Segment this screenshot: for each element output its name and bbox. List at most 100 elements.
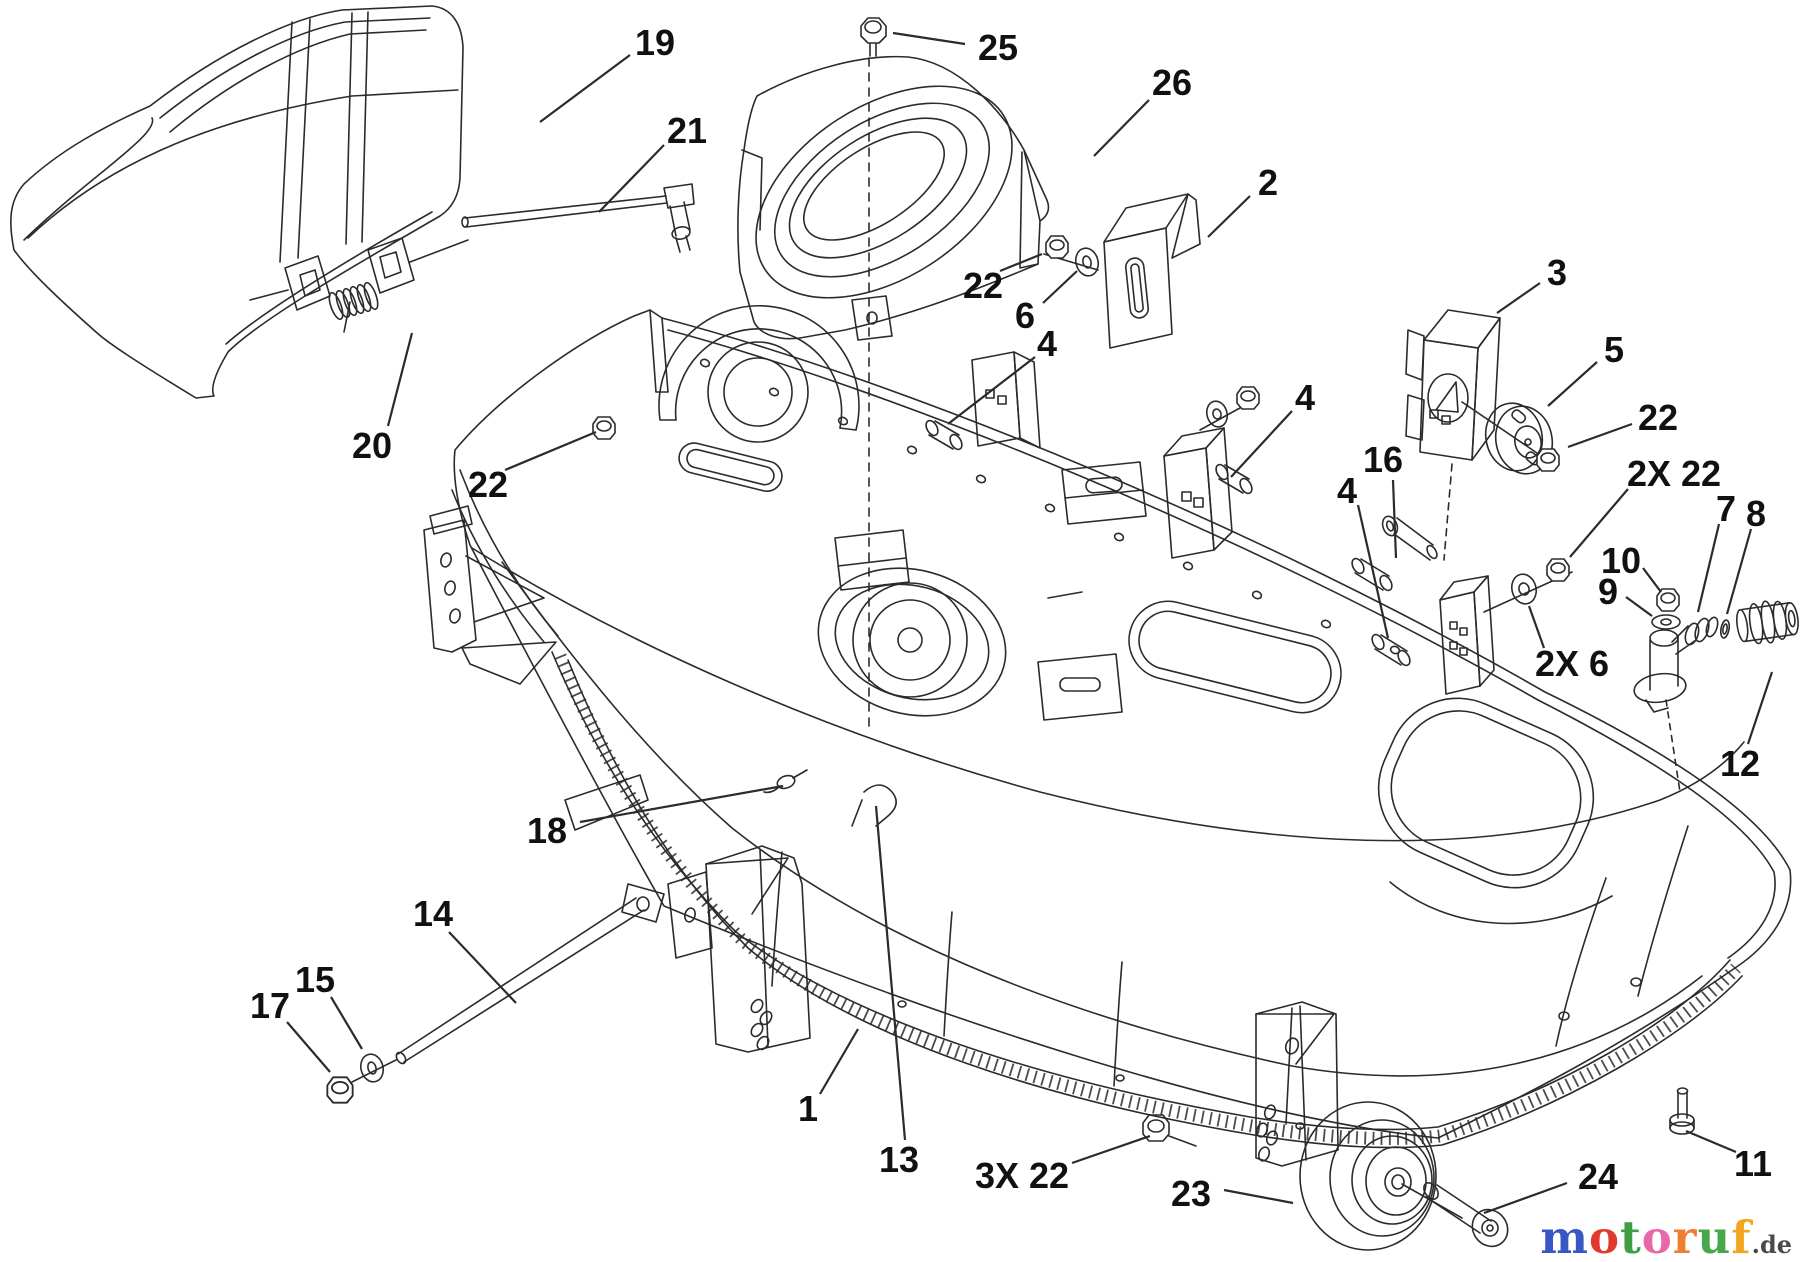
callout-leader-21 (598, 144, 665, 213)
callout-label-2X22: 2X 22 (1627, 453, 1721, 494)
discharge-deflector (10, 5, 464, 399)
deck-hem-hatching (551, 651, 1743, 1149)
callout-label-21: 21 (667, 110, 707, 151)
callout-label-10: 10 (1601, 540, 1641, 581)
callout-label-19: 19 (635, 22, 675, 63)
callout-leader-26 (1093, 99, 1150, 157)
callout-label-7: 7 (1716, 488, 1736, 529)
watermark-letter: f (1731, 1211, 1752, 1262)
deck-top-features (658, 304, 1642, 1130)
elbow-fitting-7 (1633, 616, 1719, 793)
clevis-pin-4a (925, 419, 963, 451)
callout-label-16: 16 (1363, 439, 1403, 480)
callout-leader-2X6 (1527, 605, 1546, 649)
callout-label-23: 23 (1171, 1173, 1211, 1214)
callout-label-11: 11 (1734, 1143, 1772, 1184)
callout-label-8: 8 (1746, 493, 1766, 534)
mower-deck (451, 309, 1792, 1139)
nut-22-left (592, 416, 616, 440)
flange-nut-3x22 (1142, 1114, 1197, 1147)
callout-leader-8 (1725, 528, 1753, 615)
callout-leader-24 (1483, 1181, 1568, 1215)
callout-label-9: 9 (1598, 571, 1618, 612)
gauge-wheel (1299, 1101, 1463, 1251)
callout-label-24: 24 (1578, 1156, 1618, 1197)
callout-leader-17 (286, 1021, 331, 1073)
callout-leader-9 (1625, 596, 1653, 617)
washer-9-and-nut-10 (1651, 588, 1681, 630)
callout-leader-10 (1642, 567, 1662, 593)
spindle-ring-left (658, 304, 860, 443)
watermark-letter: u (1697, 1211, 1732, 1262)
callout-leader-2X22 (1569, 488, 1629, 558)
callout-label-15: 15 (295, 959, 335, 1000)
nut-washer-stack-mid (1043, 235, 1100, 277)
callout-leader-15 (330, 996, 363, 1050)
washer-nut-stack-2x (1483, 558, 1573, 613)
callout-leader-4 (1356, 504, 1390, 639)
callout-label-12: 12 (1720, 743, 1760, 784)
callout-label-2: 2 (1258, 162, 1278, 203)
lift-rod-14 (326, 883, 665, 1104)
callout-leader-5 (1547, 361, 1598, 407)
callout-leader-12 (1746, 671, 1774, 745)
callout-leader-4 (1230, 410, 1293, 478)
torsion-spring (328, 281, 379, 321)
deck-back-edge-holes (699, 358, 1401, 655)
gauge-wheel-bracket (1255, 1001, 1339, 1167)
watermark-letter: m (1540, 1211, 1589, 1262)
watermark-logo: motoruf.de (1540, 1215, 1792, 1260)
callout-leader-11 (1685, 1129, 1737, 1154)
watermark-suffix: .de (1751, 1230, 1792, 1259)
callout-label-2X6: 2X 6 (1535, 643, 1609, 684)
callout-leader-19 (539, 54, 631, 123)
bracket-3 (1405, 309, 1501, 561)
nut-22-right (1536, 448, 1560, 472)
bracket-2 (1103, 193, 1201, 349)
deflector-hinge-and-spring (249, 237, 469, 333)
axle-bolt (1423, 1182, 1509, 1248)
callout-leader-13 (874, 805, 907, 1141)
callout-label-18: 18 (527, 810, 567, 851)
callout-label-20: 20 (352, 425, 392, 466)
spindle-ring-right (817, 567, 1007, 717)
callout-leader-2 (1207, 195, 1251, 238)
callout-leader-25 (892, 31, 966, 46)
callout-label-4: 4 (1037, 323, 1057, 364)
callout-leader-7 (1696, 523, 1721, 613)
callout-label-4: 4 (1295, 377, 1315, 418)
deflector-rod (461, 183, 695, 253)
deck-hanger-bracket-front (564, 774, 811, 1053)
callout-leader-23 (1223, 1188, 1294, 1205)
callout-leader-22 (504, 430, 597, 472)
callout-label-22: 22 (963, 265, 1003, 306)
callout-label-17: 17 (250, 985, 290, 1026)
pin-16-and-pins-4 (1351, 515, 1438, 667)
callout-leader-1 (819, 1028, 859, 1095)
belt-cover (737, 55, 1050, 341)
cover-bolt (860, 17, 887, 57)
callout-label-25: 25 (978, 27, 1018, 68)
callout-leader-14 (448, 931, 517, 1004)
callout-leader-20 (386, 332, 414, 427)
callout-leader-16 (1391, 479, 1398, 559)
callout-label-4: 4 (1337, 470, 1357, 511)
carriage-bolt (1669, 1087, 1695, 1135)
callout-leader-3X22 (1071, 1134, 1151, 1165)
callout-label-6: 6 (1015, 295, 1035, 336)
deck-hanger-bracket-left (423, 505, 557, 685)
callout-leader-4 (947, 356, 1036, 425)
callout-label-14: 14 (413, 893, 453, 934)
callout-label-26: 26 (1152, 62, 1192, 103)
o-ring-8 (1719, 619, 1731, 639)
callout-label-22: 22 (468, 464, 508, 505)
callout-label-1: 1 (798, 1088, 818, 1129)
watermark-letter: o (1641, 1211, 1673, 1262)
watermark-letter: r (1672, 1211, 1698, 1262)
callout-label-13: 13 (879, 1139, 919, 1180)
callout-label-3: 3 (1547, 252, 1567, 293)
callout-label-22: 22 (1638, 397, 1678, 438)
